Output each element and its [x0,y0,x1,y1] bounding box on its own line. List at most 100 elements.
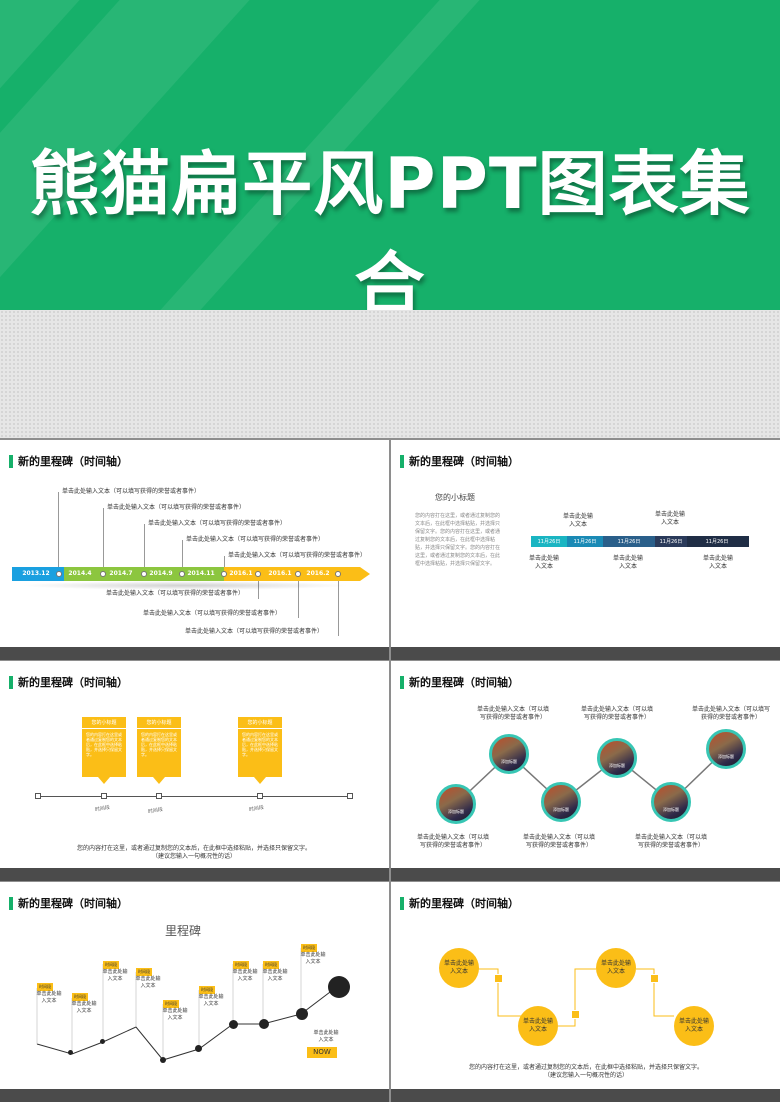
time-tag: 时间段 [233,961,249,969]
slide-footer [0,1089,389,1102]
now-badge: NOW [307,1047,337,1058]
milestone-label: 单击此处输入文本（可以填写获得的荣誉或者事件） [62,488,201,495]
slide-header: 新的里程碑（时间轴） [9,675,128,689]
connector-node [571,1010,580,1019]
timeline-axis [38,796,350,797]
event-label: 单击此处输入文本（可以填写获得的荣誉或者事件） [522,834,595,849]
milestone-label: 单击此处输入文本 [71,1001,97,1014]
event-label: 单击此处输入文本（可以填写获得的荣誉或者事件） [634,834,707,849]
date-label: 11月26日 [537,539,561,545]
milestone-label: 单击此处输入文本 [313,1030,339,1043]
slide-title: 新的里程碑（时间轴） [409,455,519,468]
milestone-label: 单击此处输入文本 [232,969,258,982]
arrow-head [360,567,370,581]
date-label: 2014.9 [149,570,173,577]
slide-header: 新的里程碑（时间轴） [9,454,128,468]
date-label: 2014.4 [68,570,92,577]
time-tag: 时间段 [136,968,152,976]
bar-segment [603,536,655,547]
date-label: 2016.1 [229,570,253,577]
slide-header: 新的里程碑（时间轴） [9,896,128,910]
timeline-node [255,571,261,577]
milestone-label: 单击此处输入文本 [102,969,128,982]
timeline-node [56,571,62,577]
step-circle: 单击此处输入文本 [439,948,479,988]
milestone-label: 单击此处输入文本（可以填写获得的荣誉或者事件） [186,536,325,543]
connector-node [650,974,659,983]
header-accent [9,454,13,468]
date-label: 2013.12 [22,570,50,577]
time-label: 时间段 [248,804,265,814]
timeline-node [141,571,147,577]
time-label: 时间段 [147,806,164,816]
time-tag: 时间段 [301,944,317,952]
pattern-band [0,310,780,438]
event-label: 单击此处输入文本（可以填写获得的荣誉或者事件） [691,706,770,721]
milestone-label: 单击此处输入文本 [198,994,224,1007]
slide-footer [0,868,389,881]
bar-segment [531,536,567,547]
caption: 您的内容打在这里，或者通过复制您的文本后，在此框中选择粘贴，并选择只保留文字。 [76,845,311,852]
hero-title: 熊猫扁平风PPT图表集合 [29,143,751,310]
connector-node [494,974,503,983]
header-accent [9,896,13,910]
hero-banner: 熊猫扁平风PPT图表集合 [0,0,780,310]
step-circle: 单击此处输入文本 [518,1006,558,1046]
timeline-node [221,571,227,577]
slide-timeline-arrow[interactable]: 新的里程碑（时间轴） 单击此处输入文本（可以填写获得的荣誉或者事件） 单击此处输… [0,440,389,660]
header-accent [400,454,404,468]
header-accent [400,896,404,910]
timeline-node [100,571,106,577]
date-label: 2014.7 [109,570,133,577]
milestone-title: 里程碑 [165,924,202,938]
event-photo: 添加标题 [706,729,746,769]
slide-footer [0,647,389,660]
card-title: 您的小标题 [238,717,282,729]
timeline-segment [224,567,360,581]
slide-title: 新的里程碑（时间轴） [18,455,128,468]
time-tag: 时间段 [163,1000,179,1008]
time-tag: 时间段 [37,983,53,991]
info-card: 您的小标题您的内容打在这里或者通过复制您的文本后，在此框中选择粘贴，并选择只保留… [82,717,126,777]
milestone-label: 单击此处输入文本（可以填写获得的荣誉或者事件） [148,520,287,527]
event-label: 单击此处输入文本 [612,555,643,570]
header-accent [400,675,404,689]
milestone-label: 单击此处输入文本（可以填写获得的荣誉或者事件） [107,504,246,511]
slide-title: 新的里程碑（时间轴） [409,676,519,689]
header-accent [9,675,13,689]
slide-header: 新的里程碑（时间轴） [400,896,519,910]
slide-header: 新的里程碑（时间轴） [400,454,519,468]
card-body: 您的内容打在这里或者通过复制您的文本后，在此框中选择粘贴，并选择只保留文字。 [242,732,278,757]
caption-sub: （建议您输入一句概况性的话） [151,853,236,860]
slide-photo-timeline[interactable]: 新的里程碑（时间轴） 添加标题 添加标题 添加标题 添加标题 添加标题 添加标题… [391,661,780,881]
slide-title: 新的里程碑（时间轴） [18,897,128,910]
event-label: 单击此处输入文本（可以填写获得的荣誉或者事件） [476,706,549,721]
date-label: 2016.2 [306,570,330,577]
event-photo: 添加标题 [651,782,691,822]
card-body: 您的内容打在这里或者通过复制您的文本后，在此框中选择粘贴，并选择只保留文字。 [86,732,122,757]
date-label: 11月26日 [617,539,641,545]
slide-timeline-bar[interactable]: 新的里程碑（时间轴） 您的小标题 您的内容打在这里，或者通过复制您的文本后，在此… [391,440,780,660]
slide-footer [391,1089,780,1102]
slide-timeline-cards[interactable]: 新的里程碑（时间轴） 您的小标题您的内容打在这里或者通过复制您的文本后，在此框中… [0,661,389,881]
milestone-label: 单击此处输入文本（可以填写获得的荣誉或者事件） [143,610,282,617]
info-card: 您的小标题您的内容打在这里或者通过复制您的文本后，在此框中选择粘贴，并选择只保留… [137,717,181,777]
milestone-label: 单击此处输入文本 [162,1008,188,1021]
slide-footer [391,647,780,660]
slide-milestone[interactable]: 新的里程碑（时间轴） 里程碑 时间段 时间段 时间段 时间段 时间段 时间段 时… [0,882,389,1102]
card-body: 您的内容打在这里或者通过复制您的文本后，在此框中选择粘贴，并选择只保留文字。 [141,732,177,757]
date-label: 11月26日 [705,539,729,545]
timeline-node [335,571,341,577]
event-photo: 添加标题 [489,734,529,774]
slide-circle-flow[interactable]: 新的里程碑（时间轴） 单击此处输入文本 单击此处输入文本 单击此处输入文本 单击… [391,882,780,1102]
time-tag: 时间段 [263,961,279,969]
date-label: 2014.11 [187,570,215,577]
date-label: 2016.1 [268,570,292,577]
flow-lines [478,968,674,1027]
time-tag: 时间段 [199,986,215,994]
event-label: 单击此处输入文本（可以填写获得的荣誉或者事件） [580,706,653,721]
slide-title: 新的里程碑（时间轴） [18,676,128,689]
event-label: 单击此处输入文本（可以填写获得的荣誉或者事件） [416,834,489,849]
card-title: 您的小标题 [82,717,126,729]
card-title: 您的小标题 [137,717,181,729]
